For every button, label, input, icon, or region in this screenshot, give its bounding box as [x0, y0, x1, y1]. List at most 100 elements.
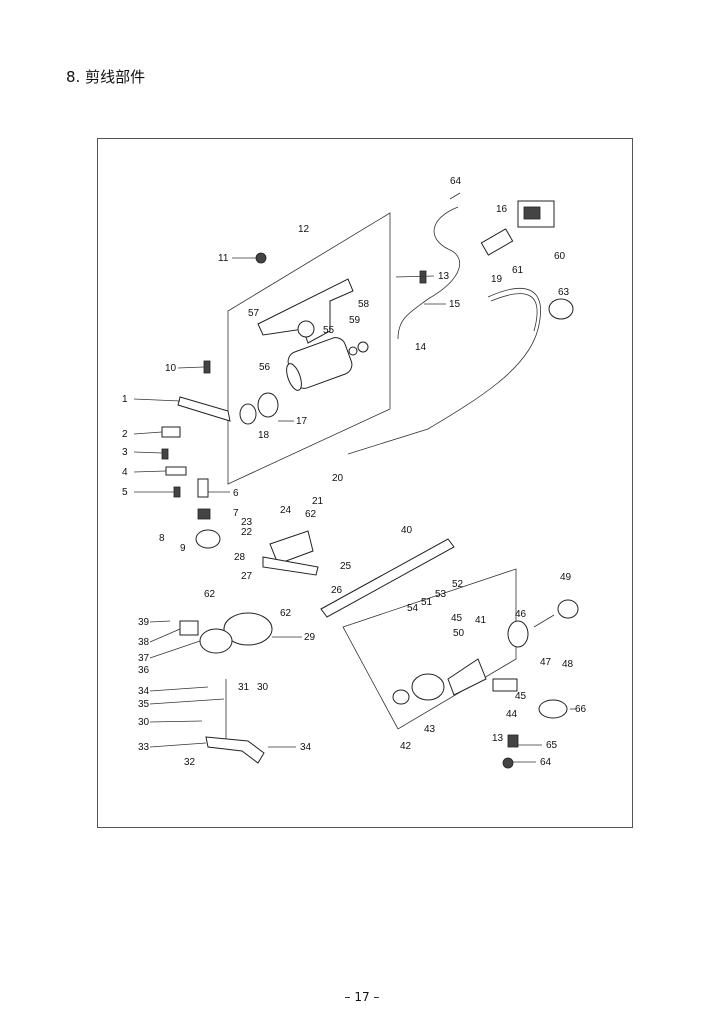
spring-43: [411, 673, 445, 701]
callout-15: 15: [449, 299, 461, 310]
callout-59: 59: [349, 315, 361, 326]
washer-42: [392, 689, 410, 705]
callout-62a: 62: [305, 509, 317, 520]
callout-42: 42: [400, 741, 412, 752]
screw-10: [203, 360, 211, 374]
washer-59: [357, 341, 369, 353]
page-number: – 17 –: [344, 990, 380, 1004]
callout-13a: 13: [438, 271, 450, 282]
spring-7: [197, 508, 211, 520]
callout-29: 29: [304, 632, 316, 643]
cap-49: [557, 599, 579, 619]
callout-64a: 64: [450, 176, 462, 187]
callout-19: 19: [491, 274, 503, 285]
callout-34a: 34: [138, 686, 150, 697]
callout-31: 31: [238, 682, 250, 693]
solenoid-end: [286, 363, 302, 391]
callout-62c: 62: [280, 608, 292, 619]
callout-65: 65: [546, 740, 558, 751]
callout-39: 39: [138, 617, 150, 628]
lever-1: [177, 396, 231, 422]
callout-40: 40: [401, 525, 413, 536]
cable-lead: [449, 192, 461, 200]
callout-52: 52: [452, 579, 464, 590]
ring-37: [199, 628, 233, 654]
callout-55: 55: [323, 325, 335, 336]
callout-33: 33: [138, 742, 150, 753]
callout-3: 3: [122, 447, 128, 458]
collar-8: [195, 529, 221, 549]
exploded-parts-diagram: 1 2 3 4 5 6 7 8 9 10 11 12 13 13 14 15 1…: [97, 138, 633, 828]
callout-49: 49: [560, 572, 572, 583]
callout-30b: 30: [138, 717, 150, 728]
callout-35: 35: [138, 699, 150, 710]
screw-65: [507, 734, 519, 748]
bushing-63: [548, 298, 574, 320]
callout-53: 53: [435, 589, 447, 600]
bracket-41: [447, 658, 487, 696]
plate-28: [262, 556, 319, 576]
callout-50: 50: [453, 628, 465, 639]
leader-lines: [133, 257, 576, 763]
shaft-40: [320, 538, 455, 618]
wire-19: [347, 288, 541, 455]
callout-47: 47: [540, 657, 552, 668]
nut-11: [255, 252, 267, 264]
callout-28: 28: [234, 552, 246, 563]
callout-58: 58: [358, 299, 370, 310]
callout-26: 26: [331, 585, 343, 596]
callout-54: 54: [407, 603, 419, 614]
callout-45b: 45: [515, 691, 527, 702]
callout-60: 60: [554, 251, 566, 262]
callout-16: 16: [496, 204, 508, 215]
nut-64: [502, 757, 514, 769]
cable-sleeve: [480, 228, 514, 256]
callout-37: 37: [138, 653, 150, 664]
mounting-plane-upper: [227, 212, 391, 485]
plate-2: [161, 426, 181, 438]
callout-64b: 64: [540, 757, 552, 768]
cap-66: [538, 699, 568, 719]
arm-33: [205, 736, 265, 764]
harness-cable: [397, 206, 461, 340]
pin-6: [197, 478, 209, 498]
callout-34b: 34: [300, 742, 312, 753]
washer-58: [348, 346, 358, 356]
callout-1: 1: [122, 394, 128, 405]
screw-5: [173, 486, 181, 498]
wire-19b: [490, 293, 538, 332]
callout-36: 36: [138, 665, 150, 676]
callout-38: 38: [138, 637, 150, 648]
callout-5: 5: [122, 487, 128, 498]
callout-27: 27: [241, 571, 253, 582]
callout-4: 4: [122, 467, 128, 478]
callout-21: 21: [312, 496, 324, 507]
callout-25: 25: [340, 561, 352, 572]
callout-9: 9: [180, 543, 186, 554]
ring-56: [257, 392, 279, 418]
callout-63: 63: [558, 287, 570, 298]
callout-66: 66: [575, 704, 587, 715]
callout-23: 23: [241, 517, 253, 528]
callout-46: 46: [515, 609, 527, 620]
callout-30a: 30: [257, 682, 269, 693]
solenoid-bracket: [257, 278, 354, 344]
callout-43: 43: [424, 724, 436, 735]
parts-drawing: 1 2 3 4 5 6 7 8 9 10 11 12 13 13 14 15 1…: [122, 176, 587, 769]
callout-17: 17: [296, 416, 308, 427]
callout-20: 20: [332, 473, 344, 484]
callout-18: 18: [258, 430, 270, 441]
callout-61: 61: [512, 265, 524, 276]
callout-13b: 13: [492, 733, 504, 744]
cam-29: [223, 612, 273, 646]
callout-10: 10: [165, 363, 177, 374]
callout-6: 6: [233, 488, 239, 499]
collar-46: [507, 620, 529, 648]
plate-44: [492, 678, 518, 692]
bracket-hole: [297, 320, 315, 338]
connector-pins: [523, 206, 541, 220]
screw-13: [419, 270, 427, 284]
callout-41: 41: [475, 615, 487, 626]
link-4: [165, 466, 187, 476]
page-title: 8. 剪线部件: [66, 68, 146, 86]
